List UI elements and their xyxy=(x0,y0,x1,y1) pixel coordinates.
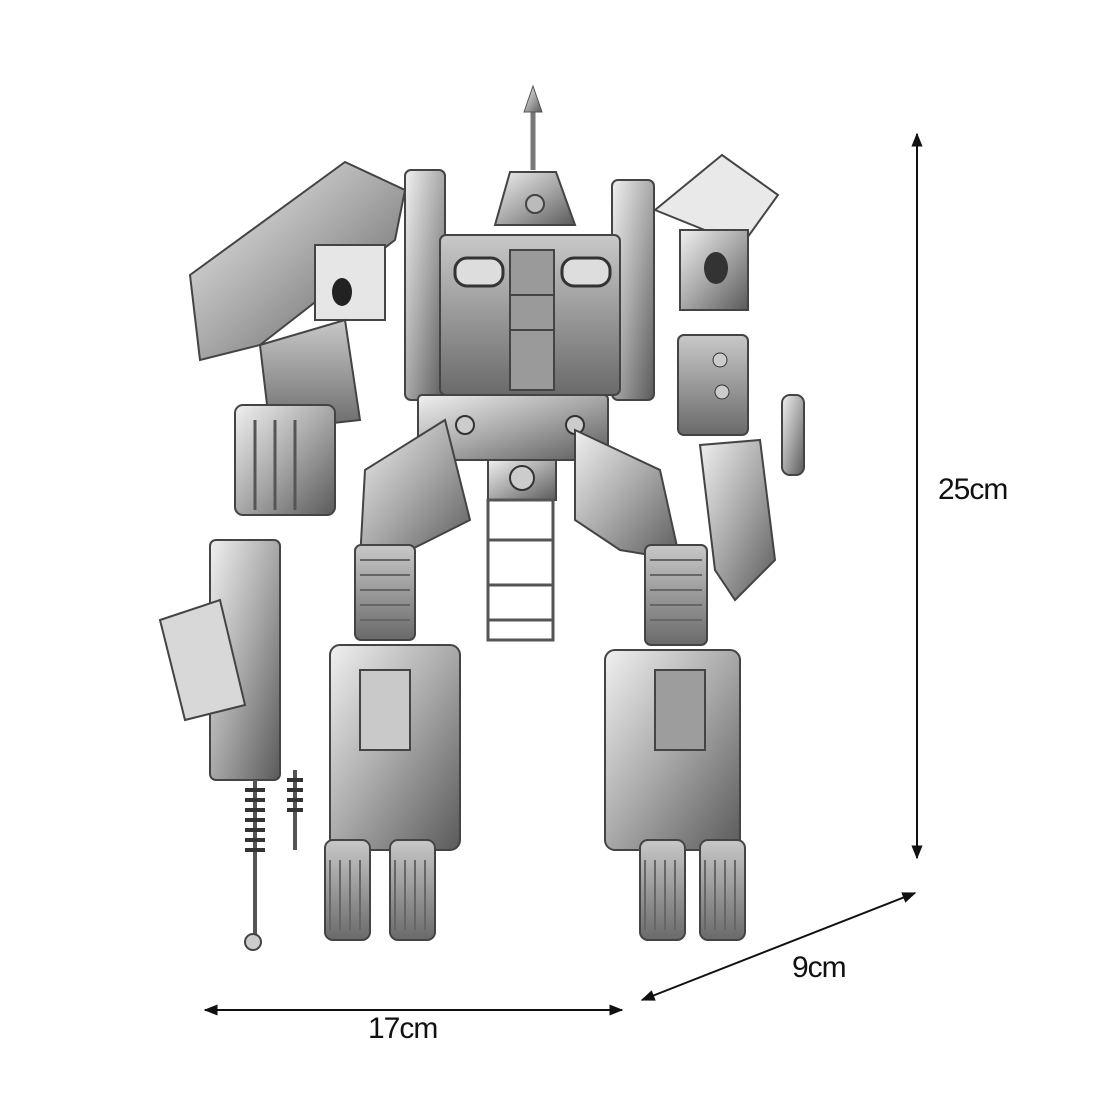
depth-arrow xyxy=(640,892,917,1001)
height-label: 25cm xyxy=(938,473,1008,506)
antenna xyxy=(523,84,543,170)
robot-left-leg xyxy=(324,418,472,941)
robot-torso xyxy=(404,169,655,642)
width-label: 17cm xyxy=(368,1012,438,1045)
robot-left-arm xyxy=(158,160,407,951)
depth-label: 9cm xyxy=(792,951,847,984)
robot-right-arm xyxy=(653,153,805,602)
